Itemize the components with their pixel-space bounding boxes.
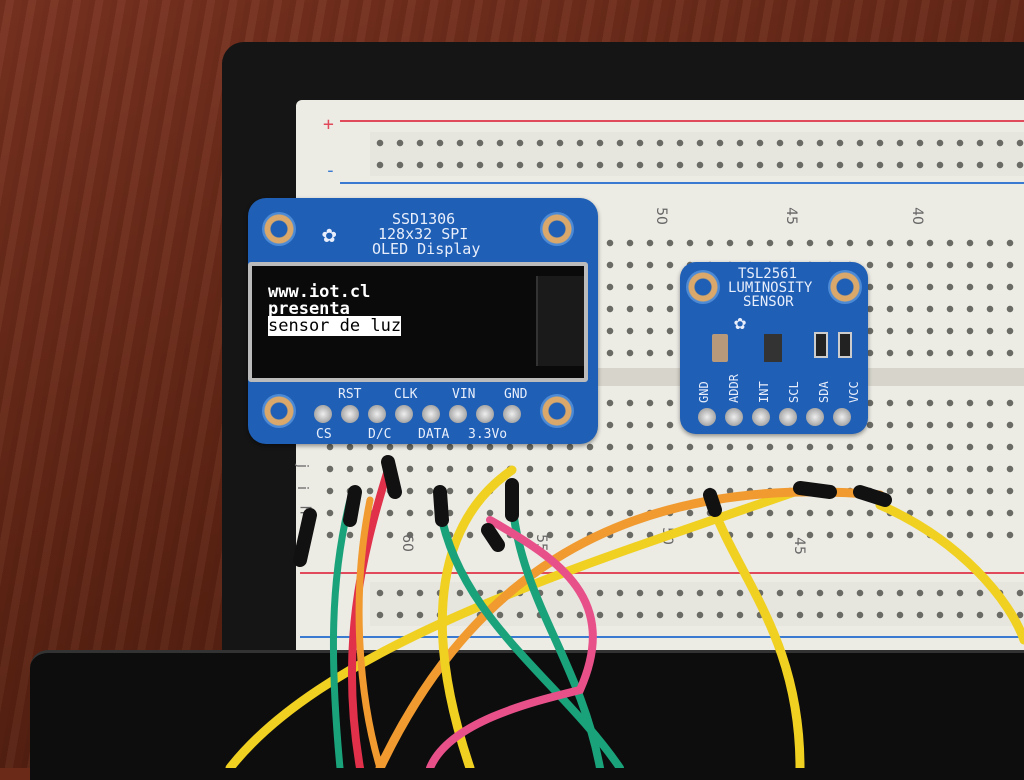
wire-orange bbox=[355, 496, 384, 768]
mounting-hole bbox=[262, 212, 296, 246]
oled-title: SSD1306 bbox=[392, 210, 456, 228]
top-power-rail-holes bbox=[370, 132, 1024, 176]
bottom-rail-red-line bbox=[300, 572, 1024, 574]
mounting-hole bbox=[540, 212, 574, 246]
flower-logo-icon: ✿ bbox=[734, 310, 747, 334]
pin-label: VIN bbox=[452, 387, 476, 402]
sensor-line2: LUMINOSITY bbox=[728, 280, 813, 296]
screen-line: www.iot.cl bbox=[268, 282, 371, 302]
resistor bbox=[838, 332, 852, 358]
resistor bbox=[814, 332, 828, 358]
pin-label: D/C bbox=[368, 427, 392, 442]
holder-front-edge bbox=[30, 650, 1024, 780]
capacitor bbox=[712, 334, 728, 362]
screen-line-highlighted: sensor de luz bbox=[268, 316, 402, 336]
mounting-hole bbox=[828, 270, 862, 304]
rail-minus-label: - bbox=[325, 160, 336, 181]
oled-type: OLED Display bbox=[372, 240, 481, 258]
pin-label: RST bbox=[338, 387, 362, 402]
pin-label: CS bbox=[316, 427, 332, 442]
pin-label: DATA bbox=[418, 427, 450, 442]
bottom-rail-blue-line bbox=[300, 636, 1024, 638]
wire-pink bbox=[426, 516, 597, 768]
oled-header-pins bbox=[314, 405, 521, 423]
pin-label: GND bbox=[504, 387, 528, 402]
oled-screen: www.iot.cl presenta sensor de luz bbox=[248, 262, 588, 382]
rail-blue-line bbox=[340, 182, 1024, 184]
wire-yellow bbox=[707, 500, 805, 768]
screen-line: presenta bbox=[268, 299, 350, 319]
oled-subtitle: 128x32 SPI bbox=[378, 225, 469, 243]
sensor-line3: SENSOR bbox=[743, 294, 794, 310]
wire-yellow bbox=[225, 485, 805, 768]
flower-logo-icon: ✿ bbox=[322, 220, 337, 248]
sensor-chip bbox=[764, 334, 782, 362]
pin-label: 3.3Vo bbox=[468, 427, 508, 442]
rail-plus-label: + bbox=[323, 114, 334, 135]
pin-label: CLK bbox=[394, 387, 418, 402]
sensor-header-pins bbox=[698, 408, 851, 426]
mounting-hole bbox=[540, 394, 574, 428]
mounting-hole bbox=[262, 394, 296, 428]
wire-connectors bbox=[293, 455, 892, 567]
wire-green bbox=[329, 496, 354, 768]
rail-red-line bbox=[340, 120, 1024, 122]
wire-yellow bbox=[437, 465, 517, 768]
sensor-title: TSL2561 bbox=[738, 266, 798, 282]
wire-yellow bbox=[875, 500, 1024, 645]
mounting-hole bbox=[686, 270, 720, 304]
